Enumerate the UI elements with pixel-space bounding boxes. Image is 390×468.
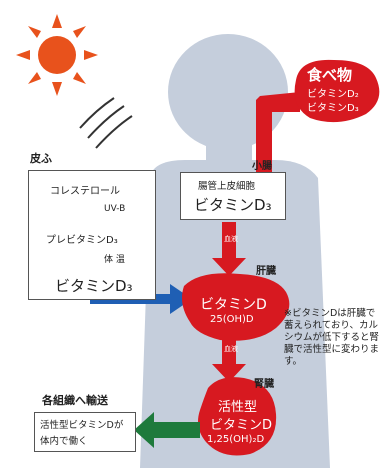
sun-icon bbox=[16, 14, 98, 96]
organs-line1: 活性型ビタミンDが bbox=[40, 420, 124, 431]
skin-arrow-uvb: UV-B bbox=[104, 204, 126, 214]
food-vitamin-d2: ビタミンD₂ bbox=[307, 89, 359, 100]
organs-box bbox=[34, 412, 136, 452]
intestine-product: ビタミンD₃ bbox=[194, 196, 272, 214]
intestine-cell: 腸管上皮細胞 bbox=[198, 181, 256, 192]
kidney-title: 腎臓 bbox=[254, 379, 274, 390]
skin-step-cholesterol: コレステロール bbox=[50, 186, 120, 197]
kidney-shape bbox=[198, 377, 277, 456]
intestine-title: 小腸 bbox=[252, 161, 272, 172]
blood-label-upper: 血液 bbox=[224, 235, 238, 243]
liver-vitamin-d: ビタミンD bbox=[200, 297, 267, 313]
kidney-to-organs-arrow bbox=[134, 412, 200, 448]
food-arrow bbox=[246, 92, 300, 190]
intestine-box bbox=[180, 172, 286, 220]
kidney-vitamin-d: ビタミンD bbox=[210, 418, 273, 433]
skin-arrow-body-temp: 体 温 bbox=[104, 255, 125, 265]
organs-title: 各組織へ輸送 bbox=[42, 394, 108, 407]
kidney-active: 活性型 bbox=[218, 400, 258, 415]
skin-step-previtamin: プレビタミンD₃ bbox=[46, 235, 118, 246]
liver-to-kidney-arrow bbox=[212, 334, 246, 382]
liver-shape bbox=[182, 273, 290, 341]
blood-label-lower: 血液 bbox=[224, 345, 238, 353]
food-title: 食べ物 bbox=[307, 66, 353, 84]
skin-step-vitamin-d3: ビタミンD₃ bbox=[55, 277, 133, 295]
skin-title: 皮ふ bbox=[30, 152, 52, 165]
organs-line2: 体内で働く bbox=[40, 436, 88, 447]
skin-box bbox=[28, 170, 156, 300]
food-blob bbox=[294, 59, 380, 123]
liver-title: 肝臓 bbox=[256, 266, 276, 277]
liver-25ohd: 25(OH)D bbox=[210, 314, 254, 325]
storage-note: ※ビタミンDは肝臓で蓄えられており、カルシウムが低下すると腎臓で活性型に変わりま… bbox=[284, 308, 380, 367]
intestine-to-liver-arrow bbox=[212, 222, 246, 276]
uv-rays-icon bbox=[79, 97, 133, 149]
food-vitamin-d3: ビタミンD₃ bbox=[307, 103, 359, 114]
kidney-125oh2d: 1,25(OH)₂D bbox=[207, 434, 265, 445]
